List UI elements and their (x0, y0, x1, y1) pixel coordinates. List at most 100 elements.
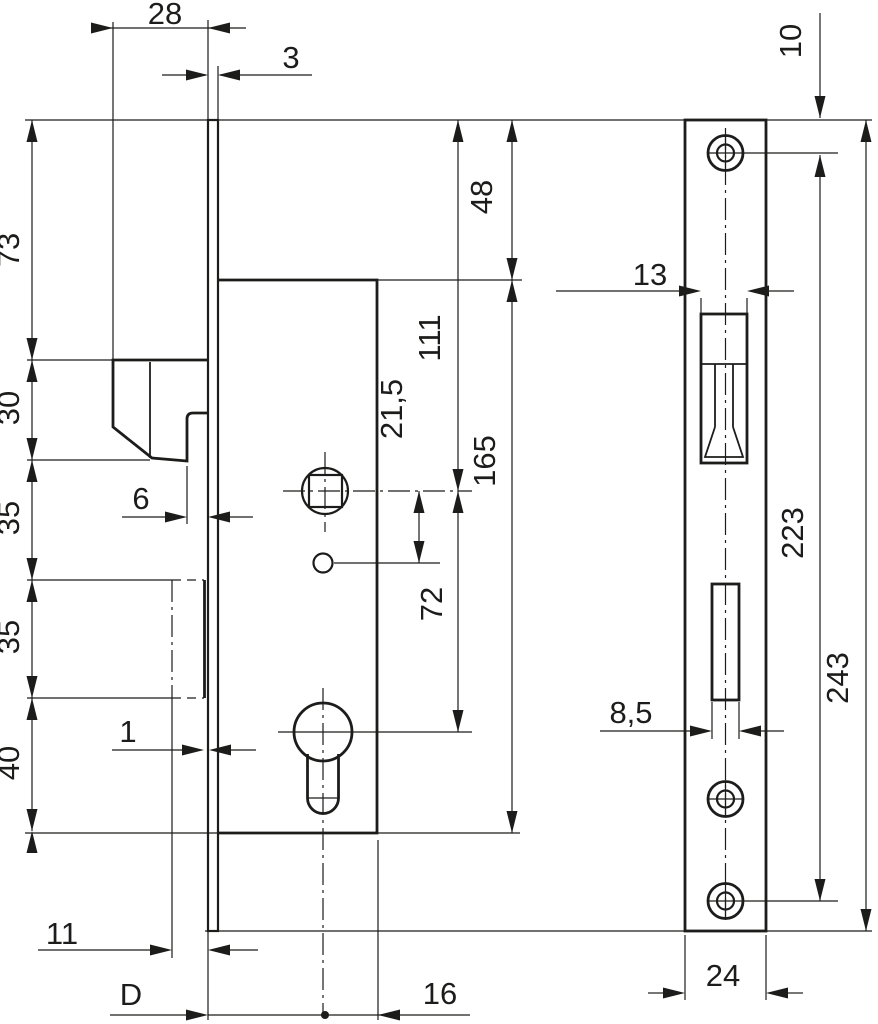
arrowhead (814, 879, 826, 901)
arrowhead (413, 541, 425, 563)
dim-11: 11 (38, 916, 258, 956)
cylinder-slot (710, 582, 741, 702)
dim-label-48: 48 (464, 180, 499, 214)
follower-hub (300, 466, 350, 516)
dim-label-D: D (120, 977, 142, 1012)
arrowhead (26, 580, 38, 602)
dim-label-28: 28 (148, 0, 182, 31)
arrowhead (506, 280, 518, 302)
dim-label-10: 10 (773, 24, 808, 58)
dim-243: 243 (820, 120, 872, 931)
arrowhead (218, 69, 240, 81)
screw-hole-bottom (706, 882, 838, 920)
arrowhead (452, 120, 464, 142)
spindle-square-hole (307, 473, 344, 509)
arrowhead (452, 710, 464, 732)
dim-chain-left: 73 30 35 35 40 (0, 120, 172, 853)
arrowhead (165, 511, 187, 523)
dim-label-1: 1 (119, 714, 136, 749)
faceplate-edge (206, 118, 220, 933)
dim-label-165: 165 (467, 435, 502, 487)
faceplate-view: 13 8,5 10 223 243 (556, 13, 872, 1000)
faceplate-outline (683, 118, 768, 933)
dim-label-24: 24 (706, 958, 740, 993)
arrowhead (26, 338, 38, 360)
dim-48-165: 48 165 (464, 120, 518, 833)
cylinder-slot-bottom (306, 797, 340, 815)
arrowhead (413, 491, 425, 513)
dim-backset-D-16: D 16 (110, 976, 470, 1021)
arrowhead (91, 22, 113, 34)
arrowhead (506, 811, 518, 833)
arrowhead (452, 469, 464, 491)
arrowhead (208, 944, 230, 956)
arrowhead (26, 809, 38, 831)
arrowhead (506, 258, 518, 280)
arrowhead (26, 438, 38, 460)
arrowhead (860, 120, 872, 142)
arrowhead (186, 1009, 208, 1021)
dim-28: 28 (91, 0, 246, 360)
dim-label-73: 73 (0, 233, 26, 267)
arrowhead (860, 909, 872, 931)
dim-label-35a: 35 (0, 501, 26, 535)
dim-label-3: 3 (282, 40, 299, 75)
dim-label-243: 243 (820, 652, 855, 704)
arrowhead (208, 511, 230, 523)
latch-cutout-outline (699, 312, 749, 465)
latch-cutout (699, 312, 749, 465)
arrowhead (814, 96, 826, 118)
fixing-hole (312, 552, 334, 574)
arrowhead (452, 491, 464, 513)
arrowhead (679, 285, 701, 297)
screw-hole-middle (706, 780, 745, 818)
arrowhead (26, 460, 38, 482)
arrowhead (26, 558, 38, 580)
arrowhead (208, 22, 230, 34)
dim-label-13: 13 (633, 257, 667, 292)
latch-bevel-face (703, 426, 745, 458)
dim-10-223: 10 223 (773, 13, 826, 901)
arrowhead (747, 285, 769, 297)
dim-label-21-5: 21,5 (374, 379, 409, 439)
arrowhead (209, 744, 231, 756)
dim-3: 3 (162, 40, 312, 81)
dim-label-8-5: 8,5 (609, 695, 652, 730)
dim-1: 1 (112, 714, 256, 756)
arrowhead (26, 831, 38, 853)
arrowhead (690, 725, 712, 737)
dim-label-111: 111 (412, 314, 447, 361)
dim-label-72: 72 (414, 587, 449, 621)
dim-label-223: 223 (775, 507, 810, 559)
lock-case-outline (218, 278, 379, 835)
dim-111-72: 111 72 (412, 120, 464, 732)
dim-label-11: 11 (46, 916, 78, 951)
arrowhead (506, 120, 518, 142)
dim-8-5: 8,5 (600, 695, 784, 739)
dim-label-40: 40 (0, 746, 26, 780)
arrowhead (26, 120, 38, 142)
arrowhead (26, 698, 38, 720)
arrowhead (378, 1009, 400, 1021)
arrowhead (186, 69, 208, 81)
dim-label-16: 16 (423, 976, 457, 1011)
arrowhead (150, 944, 172, 956)
arrowhead (766, 987, 788, 999)
dim-label-35b: 35 (0, 620, 26, 654)
latch-bolt (111, 358, 208, 463)
arrowhead (663, 987, 685, 999)
screw-hole-top (706, 134, 838, 172)
arrowhead (26, 360, 38, 382)
dim-6: 6 (122, 481, 253, 523)
dim-13: 13 (556, 257, 794, 316)
dim-24: 24 (648, 935, 803, 1000)
arrowhead (739, 725, 761, 737)
cylinder-hole-round (292, 701, 354, 763)
dim-label-6: 6 (132, 481, 149, 516)
arrowhead (26, 676, 38, 698)
arrowhead (182, 744, 204, 756)
axis-reference-dot (321, 1011, 329, 1019)
